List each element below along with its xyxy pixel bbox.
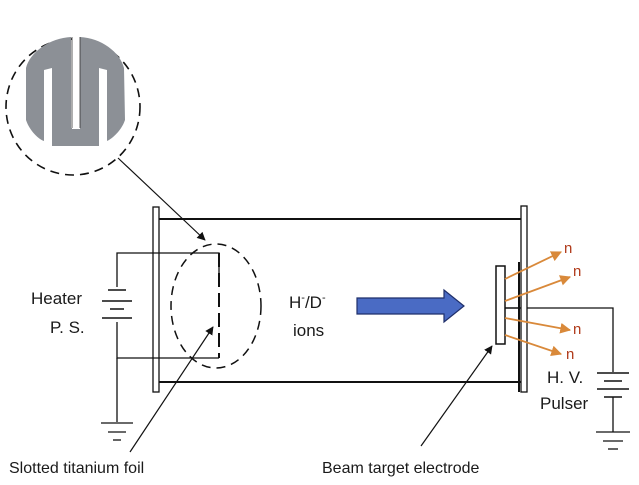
pulser-ground-icon [596, 431, 630, 450]
left-flange [152, 206, 160, 393]
foil-caption-leader [129, 326, 214, 453]
foil-magnified-inset [5, 37, 141, 176]
heater-label-line2: P. S. [50, 318, 85, 337]
heater-label-line1: Heater [31, 289, 82, 308]
heater-circuit [101, 243, 262, 441]
foil-caption: Slotted titanium foil [9, 460, 144, 477]
neutron-arrow [504, 275, 572, 302]
inset-leader-arrow [117, 157, 206, 241]
beam-target-electrode [495, 265, 506, 345]
pulser-battery-icon [597, 372, 629, 398]
slotted-foil-icon [26, 37, 125, 146]
hv-pulser-circuit [527, 307, 630, 450]
neutron-arrow [504, 317, 572, 334]
neutron-label: n [573, 321, 581, 338]
right-flange [520, 205, 528, 393]
neutron-arrow [504, 251, 562, 280]
ions-label-line1: H-/D- [289, 292, 326, 312]
foil-highlight-dashed-ellipse [170, 243, 262, 369]
target-caption: Beam target electrode [322, 460, 480, 477]
heater-battery-icon [102, 289, 132, 319]
neutron-arrow [504, 334, 563, 356]
ion-beam-arrow [356, 288, 465, 324]
neutron-label: n [566, 346, 574, 363]
ions-label-line2: ions [293, 321, 324, 340]
heater-ground-icon [101, 422, 133, 441]
neutron-label: n [573, 263, 581, 280]
target-caption-leader [420, 345, 493, 447]
neutron-label: n [564, 240, 572, 257]
neutron-emission: n n n n [504, 240, 581, 363]
vacuum-chamber [152, 205, 528, 393]
pulser-label-line1: H. V. [547, 368, 583, 387]
pulser-label-line2: Pulser [540, 394, 589, 413]
